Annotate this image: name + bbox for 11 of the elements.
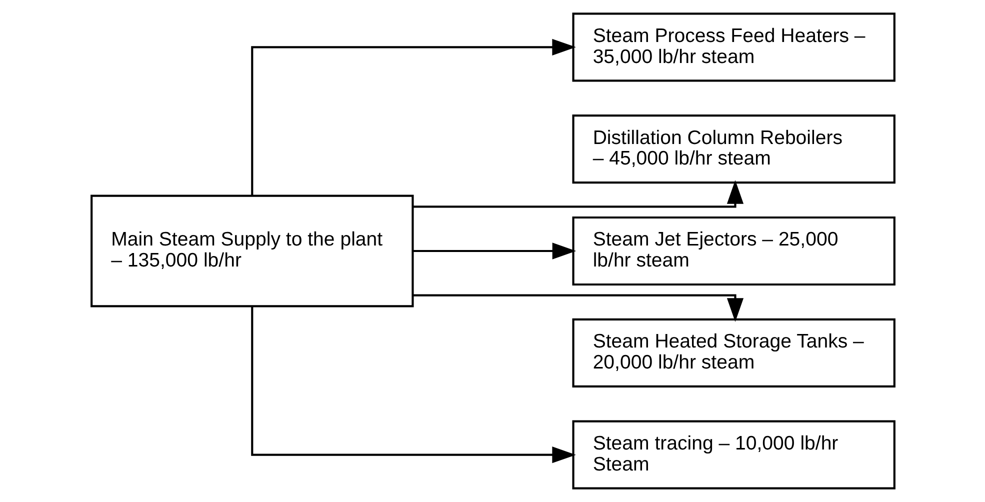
- arrow: [250, 38, 576, 196]
- node-box: Steam Jet Ejectors – 25,000 lb/hr steam: [572, 216, 895, 286]
- node-box: Main Steam Supply to the plant – 135,000 lb/hr: [90, 194, 414, 308]
- arrow: [250, 306, 576, 464]
- arrow: [412, 180, 744, 208]
- node-box: Steam Heated Storage Tanks – 20,000 lb/hr steam: [572, 318, 895, 388]
- arrow: [412, 294, 744, 322]
- node-box: Steam Process Feed Heaters – 35,000 lb/hr steam: [572, 12, 895, 82]
- arrow: [412, 242, 576, 260]
- node-box: Distillation Column Reboilers – 45,000 lb/hr steam: [572, 114, 895, 184]
- node-box: Steam tracing – 10,000 lb/hr Steam: [572, 420, 895, 490]
